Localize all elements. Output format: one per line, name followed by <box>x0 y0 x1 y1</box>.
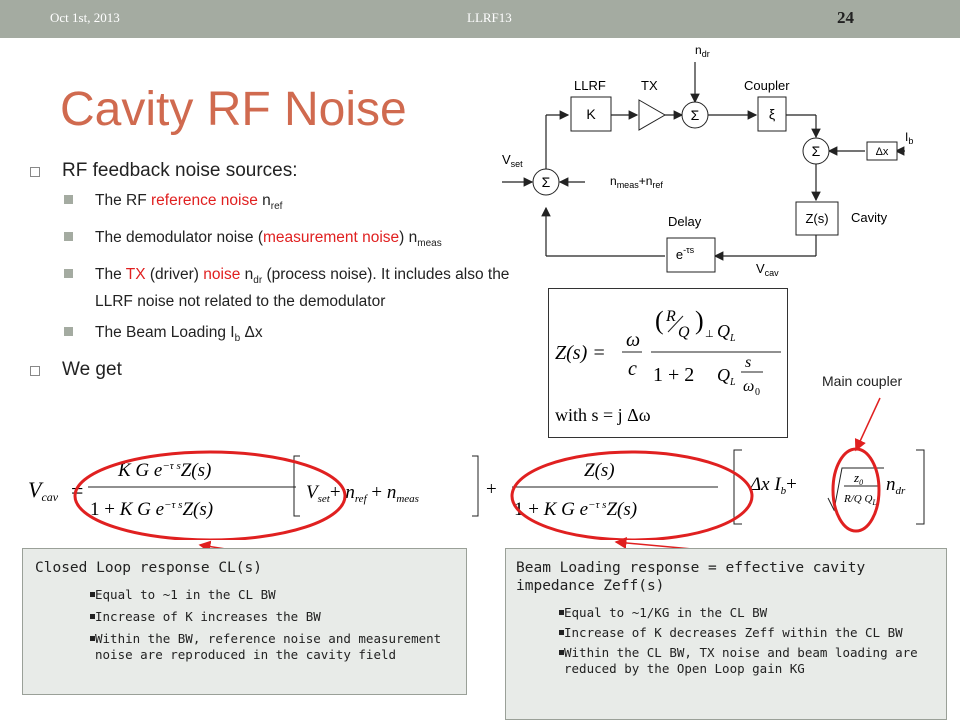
list-item: Increase of K increases the BW <box>35 609 454 625</box>
square-bullet-icon <box>90 592 95 597</box>
svg-text:Ib: Ib <box>905 130 913 146</box>
closed-loop-callout: Closed Loop response CL(s) Equal to ~1 i… <box>22 548 467 695</box>
list-item: Within the BW, reference noise and measu… <box>35 631 454 663</box>
svg-text:+: + <box>486 479 497 500</box>
svg-text:with s = j Δω: with s = j Δω <box>555 405 651 425</box>
svg-text:z0: z0 <box>853 470 863 487</box>
svg-text:L: L <box>729 377 736 388</box>
svg-text:nmeas+nref: nmeas+nref <box>610 174 663 190</box>
square-bullet-icon <box>30 366 40 377</box>
beam-loading-highlight <box>510 450 754 540</box>
bullet-sources: RF feedback noise sources: <box>30 160 535 182</box>
svg-text:Vcav: Vcav <box>756 261 779 278</box>
svg-text:e-τs: e-τs <box>676 245 695 262</box>
svg-text:ndr: ndr <box>886 474 906 497</box>
bullet-we-get: We get <box>30 359 535 381</box>
svg-text:Q: Q <box>678 324 690 341</box>
sub-bullet-beam-loading: The Beam Loading Ib Δx <box>30 322 535 349</box>
square-bullet-icon <box>90 614 95 619</box>
svg-text:Vset: Vset <box>502 152 523 169</box>
svg-text:Delay: Delay <box>668 214 702 229</box>
tx-amplifier-icon <box>638 99 667 131</box>
closed-loop-heading: Closed Loop response CL(s) <box>35 560 262 576</box>
svg-text:ndr: ndr <box>695 43 710 59</box>
header-bar <box>0 0 960 38</box>
square-bullet-icon <box>30 167 40 177</box>
svg-text:Q: Q <box>717 365 730 385</box>
svg-text:Vset+ nref + nmeas: Vset+ nref + nmeas <box>306 482 419 505</box>
svg-text:(: ( <box>655 306 664 335</box>
dx-block <box>866 141 898 161</box>
header-date: Oct 1st, 2013 <box>50 10 120 25</box>
svg-text:1 + K G e−τ sZ(s): 1 + K G e−τ sZ(s) <box>90 499 213 520</box>
square-bullet-icon <box>64 327 73 337</box>
svg-text:K: K <box>586 106 596 122</box>
svg-text:0: 0 <box>755 387 760 398</box>
svg-text:K G e−τ sZ(s): K G e−τ sZ(s) <box>117 460 211 481</box>
svg-text:Vcav: Vcav <box>28 477 59 504</box>
slide-title: Cavity RF Noise <box>60 83 407 136</box>
feedback-block-diagram: K Σ ξ Σ Δx Z(s) e-τs Σ LLRF TX Coupler n… <box>502 43 913 278</box>
svg-text:Σ: Σ <box>691 107 700 123</box>
header-conference: LLRF13 <box>467 10 512 25</box>
svg-text:ω: ω <box>743 378 754 395</box>
zs-block <box>795 201 839 236</box>
sub-bullet-ref-noise: The RF reference noise nref <box>30 190 535 217</box>
svg-text:1 + 2: 1 + 2 <box>653 364 694 386</box>
svg-text:Q: Q <box>717 321 730 341</box>
bullet-list: RF feedback noise sources: The RF refere… <box>30 160 535 389</box>
square-bullet-icon <box>90 636 95 641</box>
square-bullet-icon <box>64 232 73 242</box>
svg-text:LLRF: LLRF <box>574 78 606 93</box>
beam-loading-callout: Beam Loading response = effective cavity… <box>505 548 947 720</box>
svg-text:Z(s): Z(s) <box>805 211 828 226</box>
svg-text:R/Q QL: R/Q QL <box>843 493 877 507</box>
list-item: Within the CL BW, TX noise and beam load… <box>516 645 936 677</box>
sub-bullet-tx-noise: The TX (driver) noise ndr (process noise… <box>30 264 535 312</box>
main-coupler-label: Main coupler <box>822 373 903 389</box>
square-bullet-icon <box>559 630 564 635</box>
k-block <box>570 96 612 132</box>
summing-junction-1 <box>681 101 709 129</box>
svg-text:⊥: ⊥ <box>705 329 714 340</box>
closed-loop-highlight <box>73 450 347 540</box>
square-bullet-icon <box>559 650 564 655</box>
square-bullet-icon <box>64 269 73 279</box>
list-item: Increase of K decreases Zeff within the … <box>516 625 936 641</box>
coupler-block <box>757 96 787 132</box>
sub-bullet-meas-noise: The demodulator noise (measurement noise… <box>30 227 535 254</box>
list-item: Equal to ~1/KG in the CL BW <box>516 605 936 621</box>
svg-text:): ) <box>695 306 704 335</box>
cavity-voltage-equation: Vcav = K G e−τ sZ(s) 1 + K G e−τ sZ(s) V… <box>28 447 925 540</box>
svg-text:Σ: Σ <box>812 143 821 159</box>
svg-text:c: c <box>628 358 637 380</box>
list-item: Equal to ~1 in the CL BW <box>35 587 454 603</box>
square-bullet-icon <box>64 195 73 204</box>
summing-junction-2 <box>802 137 830 165</box>
square-bullet-icon <box>559 610 564 615</box>
summing-junction-3 <box>532 168 560 196</box>
svg-text:L: L <box>729 333 736 344</box>
svg-text:Coupler: Coupler <box>744 78 790 93</box>
svg-text:Δx: Δx <box>876 146 889 158</box>
svg-text:Δx Ib+: Δx Ib+ <box>749 474 797 497</box>
svg-text:s: s <box>745 354 751 371</box>
delay-block <box>666 237 716 273</box>
svg-text:Z(s) =: Z(s) = <box>555 342 606 364</box>
main-coupler-highlight <box>831 447 881 533</box>
svg-text:1 + K G e−τ sZ(s): 1 + K G e−τ sZ(s) <box>514 499 637 520</box>
svg-text:ω: ω <box>626 329 640 351</box>
svg-text:TX: TX <box>641 78 658 93</box>
svg-text:Cavity: Cavity <box>851 210 888 225</box>
svg-text:R: R <box>665 308 676 325</box>
page-number: 24 <box>837 8 854 27</box>
beam-loading-heading: Beam Loading response = effective cavity… <box>516 560 866 594</box>
svg-text:Σ: Σ <box>542 174 551 190</box>
svg-text:Z(s): Z(s) <box>584 460 615 481</box>
svg-text:ξ: ξ <box>769 106 775 122</box>
